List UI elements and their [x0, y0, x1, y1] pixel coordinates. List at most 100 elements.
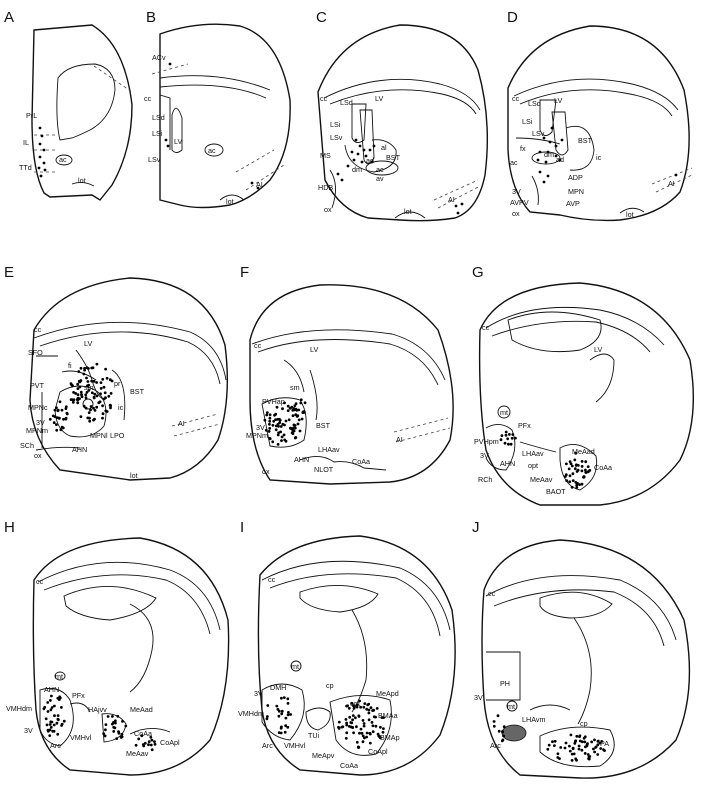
label: LHAav: [318, 445, 340, 454]
label: sm: [84, 383, 94, 392]
labeled-cell-dot: [363, 725, 366, 728]
label: BST: [130, 387, 145, 396]
labeled-cell-dot: [55, 406, 58, 409]
labeled-cell-dot: [112, 730, 115, 733]
labeled-cell-dot: [95, 381, 98, 384]
label: 3V: [480, 451, 489, 460]
labeled-cell-dot: [62, 427, 65, 430]
labeled-cell-dot: [266, 704, 269, 707]
label: LSi: [152, 129, 163, 138]
label: BST: [316, 421, 331, 430]
labeled-cell-dot: [370, 706, 373, 709]
labeled-cell-dot: [268, 420, 271, 423]
label: CoAa: [594, 463, 612, 472]
label: VMHdm: [238, 709, 264, 718]
label: ox: [512, 209, 520, 218]
labeled-cell-dot: [572, 747, 575, 750]
label: ACv: [152, 53, 166, 62]
labeled-cell-dot: [289, 427, 292, 430]
labeled-cell-dot: [112, 721, 115, 724]
labeled-cell-dot: [83, 367, 86, 370]
labeled-cell-dot: [70, 382, 73, 385]
label: BMAp: [380, 733, 400, 742]
labeled-cell-dot: [346, 704, 349, 707]
labeled-cell-dot: [583, 476, 586, 479]
labeled-cell-dot: [287, 714, 290, 717]
labeled-cell-dot: [287, 711, 290, 714]
labeled-cell-dot: [366, 732, 369, 735]
label: AHN: [72, 445, 87, 454]
labeled-cell-dot: [301, 418, 304, 421]
labeled-cell-dot: [89, 409, 92, 412]
label: cc: [268, 575, 276, 584]
labeled-cell-dot: [581, 465, 584, 468]
labeled-cell-dot: [368, 718, 371, 721]
label: PrL: [26, 111, 37, 120]
labeled-cell-dot: [569, 474, 572, 477]
labeled-cell-dot: [283, 434, 286, 437]
panel-letter: G: [472, 264, 484, 281]
labeled-cell-dot: [354, 716, 357, 719]
labeled-cell-dot: [554, 740, 557, 743]
labeled-cell-dot: [53, 714, 56, 717]
labeled-cell-dot: [151, 739, 154, 742]
label: LHAvm: [522, 715, 545, 724]
labeled-cell-dot: [557, 752, 560, 755]
label: CoAa: [134, 729, 152, 738]
label: MPNm: [246, 431, 268, 440]
labeled-cell-dot: [546, 748, 549, 751]
labeled-cell-dot: [351, 718, 354, 721]
label: TTd: [19, 163, 32, 172]
label: mt: [507, 702, 515, 711]
label: MPNm: [26, 426, 48, 435]
labeled-cell-dot: [581, 460, 584, 463]
labeled-cell-dot: [269, 417, 272, 420]
label: NLOT: [314, 465, 334, 474]
label: dm: [544, 150, 554, 159]
labeled-cell-dot: [147, 743, 150, 746]
labeled-cell-dot: [573, 459, 576, 462]
labeled-cell-dot: [579, 734, 582, 737]
labeled-cell-dot: [266, 717, 269, 720]
labeled-cell-dot: [548, 744, 551, 747]
labeled-cell-dot: [85, 396, 88, 399]
labeled-cell-dot: [379, 726, 382, 729]
labeled-cell-dot: [56, 722, 59, 725]
labeled-cell-dot: [153, 740, 156, 743]
labeled-cell-dot: [60, 706, 63, 709]
labeled-cell-dot: [82, 373, 85, 376]
labeled-cell-dot: [360, 728, 363, 731]
labeled-cell-dot: [583, 741, 586, 744]
panel-d: D cc LSd LV LSi LSv fx ad BST ic ac dm A…: [507, 9, 694, 220]
labeled-cell-dot: [109, 407, 112, 410]
label: ac: [376, 165, 384, 174]
labeled-cell-dot: [578, 748, 581, 751]
labeled-cell-dot: [585, 471, 588, 474]
labeled-cell-dot: [355, 725, 358, 728]
labeled-cell-dot: [58, 417, 61, 420]
label: SFO: [28, 348, 43, 357]
labeled-cell-dot: [80, 415, 83, 418]
labeled-cell-dot: [297, 423, 300, 426]
label: AHN: [500, 459, 515, 468]
labeled-cell-dot: [278, 710, 281, 713]
labeled-cell-dot: [102, 732, 105, 735]
label: cc: [488, 589, 496, 598]
labeled-cell-dot: [269, 437, 272, 440]
labeled-cell-dot: [292, 414, 295, 417]
labeled-cell-dot: [348, 716, 351, 719]
label: Arc: [50, 741, 61, 750]
labeled-cell-dot: [88, 411, 91, 414]
label: PFx: [72, 691, 85, 700]
labeled-cell-dot: [368, 712, 371, 715]
labeled-cell-dot: [303, 411, 306, 414]
labeled-cell-dot: [577, 464, 580, 467]
labeled-cell-dot: [504, 442, 507, 445]
label: MPNl: [90, 431, 108, 440]
labeled-cell-dot: [584, 752, 587, 755]
labeled-cell-dot: [59, 697, 62, 700]
labeled-cell-dot: [288, 418, 291, 421]
panel-letter: D: [507, 9, 518, 26]
labeled-cell-dot: [80, 367, 83, 370]
labeled-cell-dot: [366, 704, 369, 707]
